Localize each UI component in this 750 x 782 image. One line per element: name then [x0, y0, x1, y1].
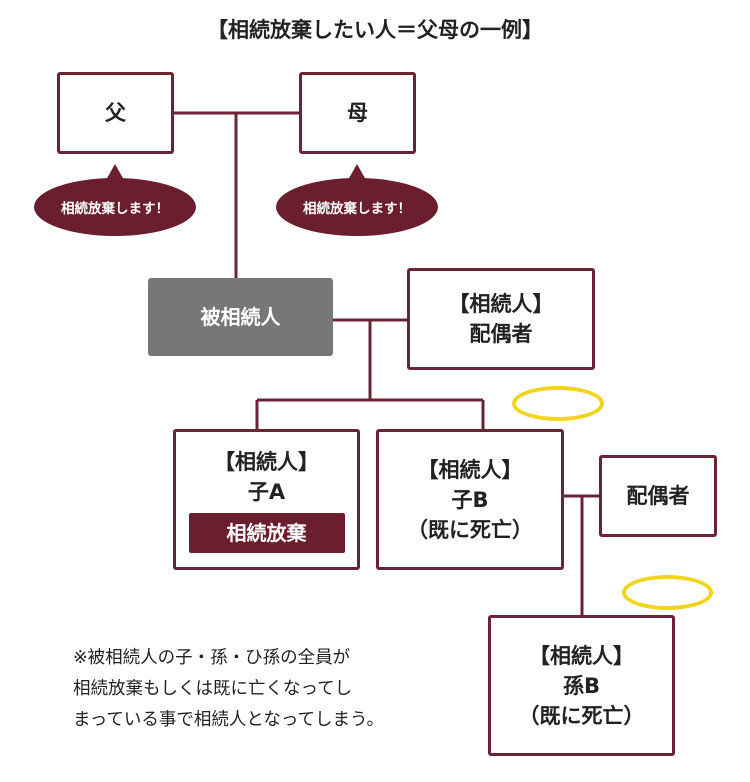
spouse-box: 【相続人】 配偶者 — [407, 268, 595, 370]
child-a-label: 子A — [247, 479, 286, 504]
child-b-label: 子B — [451, 487, 489, 512]
child-a-heading: 【相続人】 — [214, 449, 319, 474]
decedent-box: 被相続人 — [148, 278, 333, 356]
footnote-line: ※被相続人の子・孫・ひ孫の全員が — [73, 648, 351, 668]
mother-bubble-text: 相続放棄します！ — [303, 201, 411, 217]
child-b-heading: 【相続人】 — [417, 457, 523, 482]
footnote-line: 相続放棄もしくは既に亡くなってし — [73, 679, 353, 699]
bubble-tail — [106, 164, 124, 180]
child-b-status: （既に死亡） — [407, 517, 533, 542]
deceased-halo-grandchild-b — [622, 575, 713, 610]
mother-label: 母 — [347, 101, 368, 125]
bubble-tail — [348, 164, 366, 180]
father-box: 父 — [57, 72, 174, 154]
grandchild-b-label: 孫B — [562, 673, 600, 698]
child-a-box: 【相続人】 子A 相続放棄 — [173, 429, 360, 570]
footnote-line: まっている事で相続人となってしまう。 — [73, 710, 384, 730]
mother-box: 母 — [299, 72, 416, 154]
diagram-title: 【相続放棄したい人＝父母の一例】 — [207, 18, 543, 42]
footnote: ※被相続人の子・孫・ひ孫の全員が 相続放棄もしくは既に亡くなってし まっている事… — [73, 643, 384, 736]
deceased-halo-child-b — [512, 386, 604, 421]
spouse-heading: 【相続人】 — [448, 292, 554, 316]
renunciation-tag: 相続放棄 — [188, 512, 345, 553]
spouse-label: 配偶者 — [469, 322, 533, 346]
mother-speech-bubble: 相続放棄します！ — [276, 164, 438, 236]
father-label: 父 — [105, 101, 126, 125]
child-b-spouse-box: 配偶者 — [599, 455, 717, 537]
child-b-spouse-label: 配偶者 — [626, 484, 690, 508]
father-bubble-text: 相続放棄します！ — [61, 201, 169, 217]
father-speech-bubble: 相続放棄します！ — [34, 164, 196, 236]
decedent-label: 被相続人 — [200, 305, 281, 329]
grandchild-b-status: （既に死亡） — [518, 703, 645, 728]
child-b-box: 【相続人】 子B （既に死亡） — [376, 429, 564, 570]
grandchild-b-heading: 【相続人】 — [529, 643, 634, 668]
grandchild-b-box: 【相続人】 孫B （既に死亡） — [488, 615, 675, 756]
